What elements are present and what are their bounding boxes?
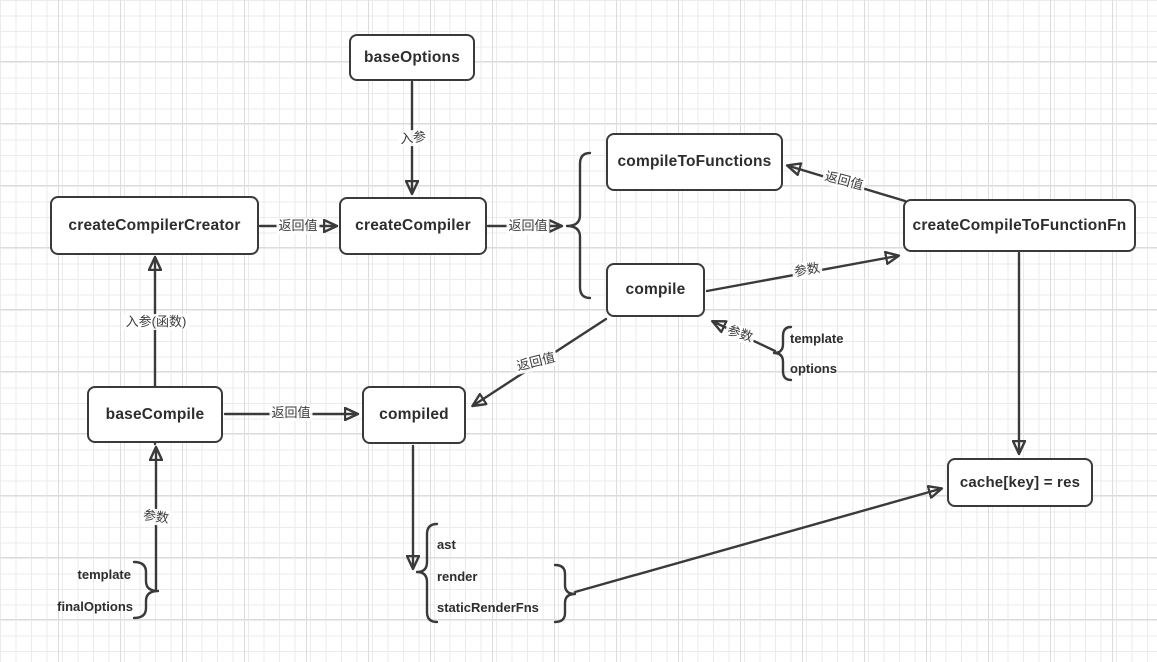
list-item-template-compile: template xyxy=(790,331,844,346)
list-item-staticrenderfns: staticRenderFns xyxy=(437,600,539,615)
edge-label-inparam-fn: 入参(函数) xyxy=(123,314,189,330)
edge-label-returnvalue-createcompiler: 返回值 xyxy=(506,218,550,234)
brace-compiletofunctions-compile xyxy=(565,151,592,300)
edge-label-inparam: 入参 xyxy=(397,128,429,148)
list-item-options: options xyxy=(790,361,837,376)
node-compile[interactable]: compile xyxy=(606,263,705,317)
node-createcompilercreator[interactable]: createCompilerCreator xyxy=(50,196,259,255)
list-item-render: render xyxy=(437,569,478,584)
list-item-ast: ast xyxy=(437,537,456,552)
list-item-template-basecompile: template xyxy=(77,567,131,582)
node-compiletofunctions[interactable]: compileToFunctions xyxy=(606,133,783,191)
node-basecompile[interactable]: baseCompile xyxy=(87,386,223,443)
list-item-finaloptions: finalOptions xyxy=(57,599,133,614)
brace-compile-params xyxy=(772,325,793,382)
edge-result-cache xyxy=(573,489,940,594)
node-createcompiletofunctionfn[interactable]: createCompileToFunctionFn xyxy=(903,199,1136,252)
node-compiled[interactable]: compiled xyxy=(362,386,466,444)
brace-render-staticrenderfns xyxy=(553,563,577,624)
node-baseoptions[interactable]: baseOptions xyxy=(349,34,475,81)
edge-label-returnvalue-creator: 返回值 xyxy=(276,218,320,234)
brace-basecompile-params xyxy=(132,560,160,620)
node-createcompiler[interactable]: createCompiler xyxy=(339,197,487,255)
brace-compiled-result xyxy=(415,522,439,624)
node-cache-assign[interactable]: cache[key] = res xyxy=(947,458,1093,507)
edge-label-returnvalue-basecompile: 返回值 xyxy=(269,405,313,421)
